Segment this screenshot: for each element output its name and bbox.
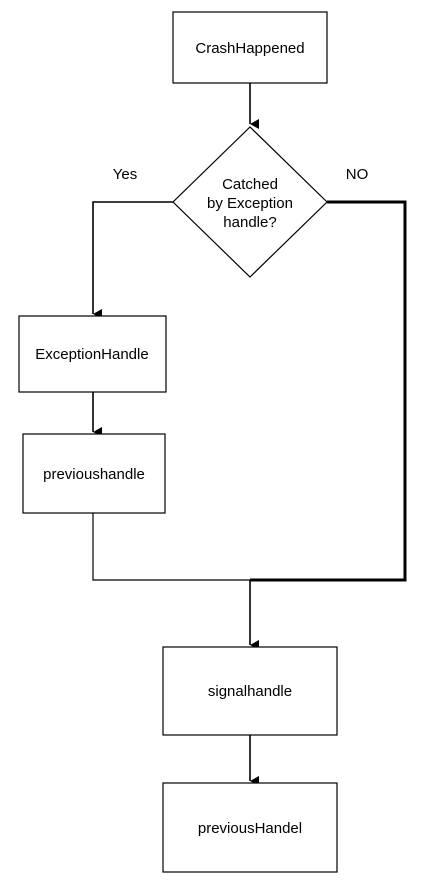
edge-previous-handle-to-merge <box>92 513 250 581</box>
crash-happened-label: CrashHappened <box>195 40 304 57</box>
edge-decision-no-to-merge <box>250 200 407 582</box>
edge-decision-yes-to-exception-handle <box>92 201 173 319</box>
node-decision: Catched by Exception handle? <box>172 126 328 278</box>
node-exception-handle: ExceptionHandle <box>18 315 167 393</box>
previous-handel-label: previousHandel <box>198 820 302 837</box>
no-edge-label: NO <box>346 166 369 183</box>
previous-handle-label: previoushandle <box>43 466 145 483</box>
signal-handle-label: signalhandle <box>208 683 292 700</box>
yes-edge-label: Yes <box>113 166 137 183</box>
node-crash-happened: CrashHappened <box>172 11 328 84</box>
node-previous-handle: previoushandle <box>22 433 166 514</box>
node-signal-handle: signalhandle <box>162 646 338 736</box>
exception-handle-label: ExceptionHandle <box>35 346 148 363</box>
decision-label-line-3: handle? <box>223 214 276 231</box>
edges <box>92 83 407 786</box>
decision-label-line-1: Catched <box>222 176 278 193</box>
decision-label-line-2: by Exception <box>207 195 293 212</box>
node-previous-handel: previousHandel <box>162 782 338 873</box>
